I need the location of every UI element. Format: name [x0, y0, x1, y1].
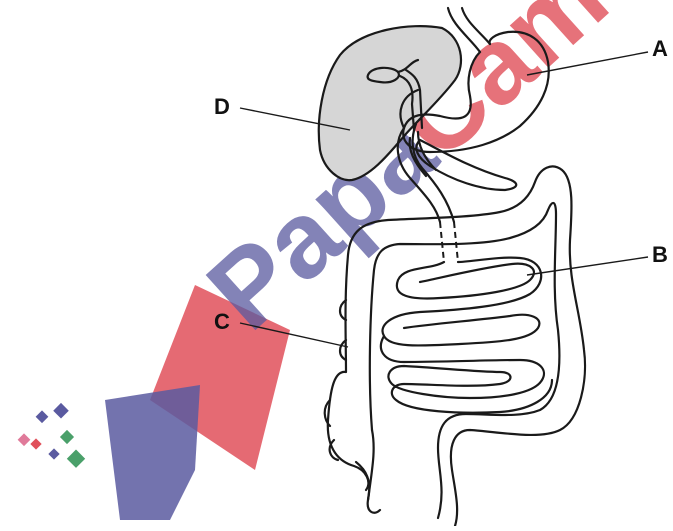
- watermark-blue-block: [105, 385, 200, 520]
- duodenum-hidden: [440, 222, 458, 262]
- watermark-dot: [48, 448, 59, 459]
- watermark-dot: [30, 438, 41, 449]
- watermark-dot: [67, 450, 85, 468]
- leader-line-b: [527, 257, 648, 275]
- label-c: C: [214, 311, 230, 333]
- small-intestine: [381, 258, 552, 413]
- watermark-dot: [60, 430, 74, 444]
- label-a: A: [652, 38, 668, 60]
- watermark-dot: [18, 433, 31, 446]
- watermark-dot: [36, 410, 49, 423]
- rectum: [368, 430, 380, 513]
- label-d: D: [214, 96, 230, 118]
- label-b: B: [652, 244, 668, 266]
- watermark-dot: [53, 403, 69, 419]
